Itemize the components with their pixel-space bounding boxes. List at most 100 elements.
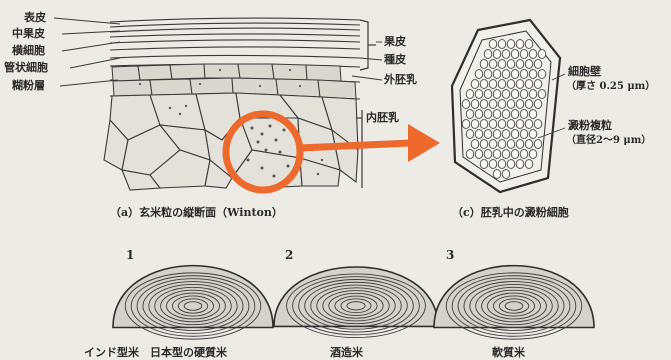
starch-granule [484, 50, 492, 59]
starch-granule [516, 120, 524, 129]
starch-granule [525, 120, 533, 129]
starch-granule [498, 80, 506, 89]
label-starch-granule: 澱粉複粒 [568, 120, 612, 131]
starch-granule [484, 130, 492, 139]
starch-granule [534, 80, 542, 89]
grain-number-2: 2 [285, 248, 293, 262]
starch-granule [511, 50, 519, 59]
starch-granule [507, 40, 515, 49]
starch-granule [480, 60, 488, 69]
grain-outline [434, 266, 594, 328]
starch-granule [502, 170, 510, 179]
starch-granule [462, 120, 470, 129]
starch-granule [525, 100, 533, 109]
starch-granule [498, 160, 506, 169]
starch-granule [529, 130, 537, 139]
grain-section-2 [274, 267, 438, 338]
starch-granule [466, 150, 474, 159]
starch-granule [489, 140, 497, 149]
label-inner-endosperm: 内胚乳 [366, 112, 399, 123]
starch-granule [471, 100, 479, 109]
starch-granule [480, 140, 488, 149]
starch-granule [489, 40, 497, 49]
starch-granule [529, 50, 537, 59]
starch-granule [493, 90, 501, 99]
starch-granule [507, 120, 515, 129]
label-aleurone: 糊粉層 [12, 80, 45, 91]
starch-granule [489, 80, 497, 89]
starch-granule [502, 110, 510, 119]
caption-a: （a）玄米粒の縦断面（Winton） [110, 204, 283, 220]
starch-granule [507, 160, 515, 169]
starch-granule [529, 90, 537, 99]
starch-granule [466, 110, 474, 119]
starch-granule [484, 110, 492, 119]
starch-granule [511, 70, 519, 79]
starch-granule [484, 90, 492, 99]
starch-granule [516, 140, 524, 149]
starch-granule [525, 60, 533, 69]
starch-granule [475, 110, 483, 119]
starch-granule [534, 120, 542, 129]
starch-granule [525, 40, 533, 49]
label-epidermis: 表皮 [24, 12, 46, 23]
starch-granule [538, 90, 546, 99]
starch-granule [480, 80, 488, 89]
starch-granule [529, 70, 537, 79]
starch-granule [520, 70, 528, 79]
starch-granule [516, 40, 524, 49]
starch-granule [538, 50, 546, 59]
starch-granule [520, 110, 528, 119]
starch-granule [484, 150, 492, 159]
label-pericarp: 果皮 [384, 36, 406, 47]
starch-granule [480, 160, 488, 169]
starch-granule [534, 100, 542, 109]
starch-granule [516, 100, 524, 109]
label-outer-endosperm: 外胚乳 [384, 74, 417, 85]
starch-granule [493, 130, 501, 139]
starch-granule [489, 120, 497, 129]
starch-granule [493, 50, 501, 59]
right-leader-lines [352, 42, 382, 80]
label-tube-cells: 管状細胞 [4, 62, 48, 73]
tissue-bracket [356, 20, 376, 188]
starch-granule [480, 120, 488, 129]
starch-granule [538, 70, 546, 79]
starch-granule [507, 100, 515, 109]
starch-granule [511, 130, 519, 139]
starch-granule [511, 90, 519, 99]
starch-granule [493, 170, 501, 179]
starch-granule [484, 70, 492, 79]
starch-granule [475, 150, 483, 159]
caption-c: （c）胚乳中の澱粉細胞 [452, 204, 569, 220]
label-granule-diameter: （直径2～9 μm） [566, 136, 651, 146]
label-mesocarp: 中果皮 [12, 28, 45, 39]
starch-granule [498, 140, 506, 149]
starch-granule [489, 160, 497, 169]
starch-granule [529, 150, 537, 159]
grain-outline [113, 266, 273, 328]
label-cell-wall: 細胞壁 [568, 66, 601, 77]
starch-granule [534, 140, 542, 149]
starch-granule [471, 140, 479, 149]
starch-granule [462, 100, 470, 109]
grain-number-1: 1 [126, 248, 134, 262]
starch-granule [466, 90, 474, 99]
starch-granule [498, 40, 506, 49]
starch-granule [529, 110, 537, 119]
starch-granule [498, 100, 506, 109]
grain-section-1 [113, 266, 273, 339]
starch-granule [516, 60, 524, 69]
starch-granule [511, 150, 519, 159]
starch-cell [452, 20, 560, 192]
starch-granule [516, 80, 524, 89]
starch-granule [520, 50, 528, 59]
starch-granule [507, 140, 515, 149]
starch-granule [502, 130, 510, 139]
starch-granule [502, 70, 510, 79]
starch-granule [466, 130, 474, 139]
starch-granule [475, 90, 483, 99]
starch-granule [502, 50, 510, 59]
starch-granule [480, 100, 488, 109]
